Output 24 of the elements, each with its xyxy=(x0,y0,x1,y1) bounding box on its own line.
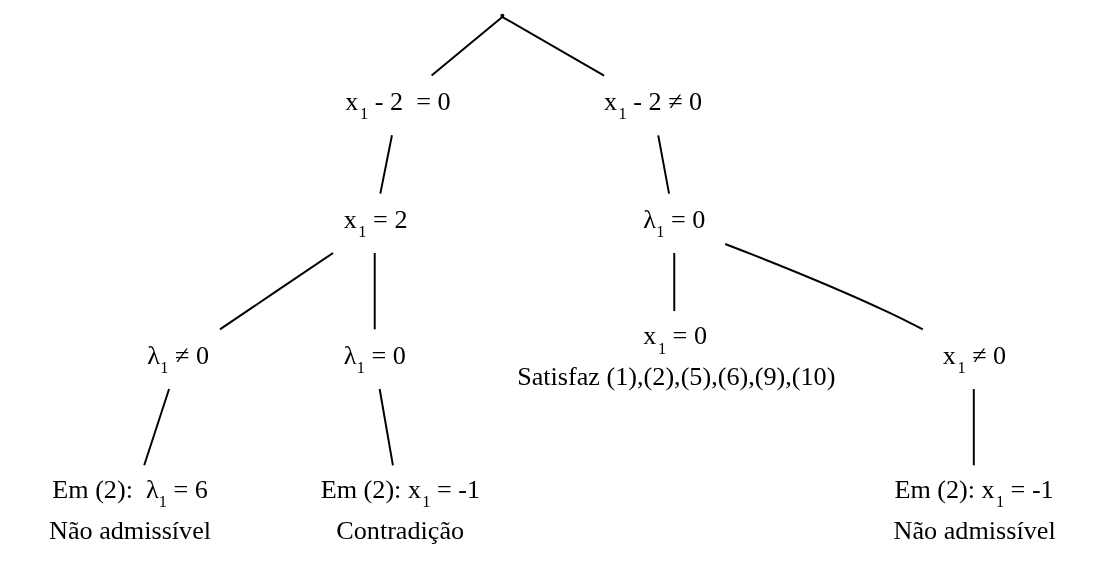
node-text: Em (2): λ$_{1}$ = 6 Não admissível xyxy=(49,474,212,545)
connector xyxy=(972,388,975,467)
connector xyxy=(724,243,924,331)
connector xyxy=(657,134,671,195)
connector xyxy=(378,388,394,467)
node-text: λ$_{1}$ = 0 xyxy=(643,204,706,242)
connector xyxy=(373,252,376,331)
connector xyxy=(143,388,171,467)
connector xyxy=(379,134,393,195)
node-text: λ$_{1}$ ≠ 0 xyxy=(147,340,210,378)
node-point xyxy=(500,13,505,18)
connector xyxy=(218,252,335,331)
node-text: Em (2): x$_{1}$ = -1 Não admissível xyxy=(893,474,1056,545)
node-text: x$_{1}$ - 2 ≠ 0 xyxy=(603,86,703,124)
node-text: x$_{1}$ ≠ 0 xyxy=(942,340,1007,378)
node-label: Satisfaz (1),(2),(5),(6),(9),(10) xyxy=(517,361,836,391)
connector xyxy=(673,252,676,313)
node-text: x$_{1}$ = 2 xyxy=(343,204,408,242)
connector xyxy=(501,16,606,77)
node-text: x$_{1}$ = 0 xyxy=(643,321,708,358)
node-text: Em (2): x$_{1}$ = -1 Contradição xyxy=(320,474,481,545)
connector xyxy=(430,16,504,77)
node-text: λ$_{1}$ = 0 xyxy=(343,340,406,378)
node-text: x$_{1}$ - 2 = 0 xyxy=(345,86,451,124)
